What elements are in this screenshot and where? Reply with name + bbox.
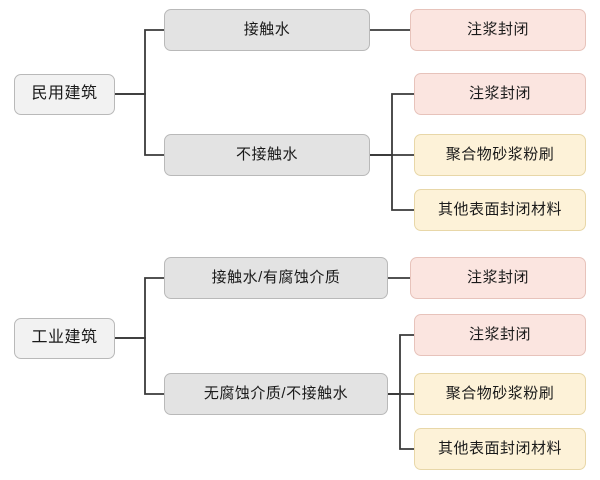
node-root-industrial[interactable]: 工业建筑 [14,318,115,359]
leaf-civil-polymer-mortar-plaster[interactable]: 聚合物砂浆粉刷 [414,134,586,176]
leaf-civil-grouting-seal-2[interactable]: 注浆封闭 [414,73,586,115]
node-civil-branch-no-contact-water[interactable]: 不接触水 [164,134,370,176]
leaf-industrial-other-surface-sealing-material[interactable]: 其他表面封闭材料 [414,428,586,470]
leaf-civil-other-surface-sealing-material[interactable]: 其他表面封闭材料 [414,189,586,231]
node-root-civil[interactable]: 民用建筑 [14,74,115,115]
node-industrial-branch-no-corrosive-no-water[interactable]: 无腐蚀介质/不接触水 [164,373,388,415]
leaf-industrial-grouting-seal-1[interactable]: 注浆封闭 [410,257,586,299]
node-civil-branch-contact-water[interactable]: 接触水 [164,9,370,51]
node-industrial-branch-contact-water-corrosive[interactable]: 接触水/有腐蚀介质 [164,257,388,299]
leaf-civil-grouting-seal-1[interactable]: 注浆封闭 [410,9,586,51]
leaf-industrial-grouting-seal-2[interactable]: 注浆封闭 [414,314,586,356]
leaf-industrial-polymer-mortar-plaster[interactable]: 聚合物砂浆粉刷 [414,373,586,415]
